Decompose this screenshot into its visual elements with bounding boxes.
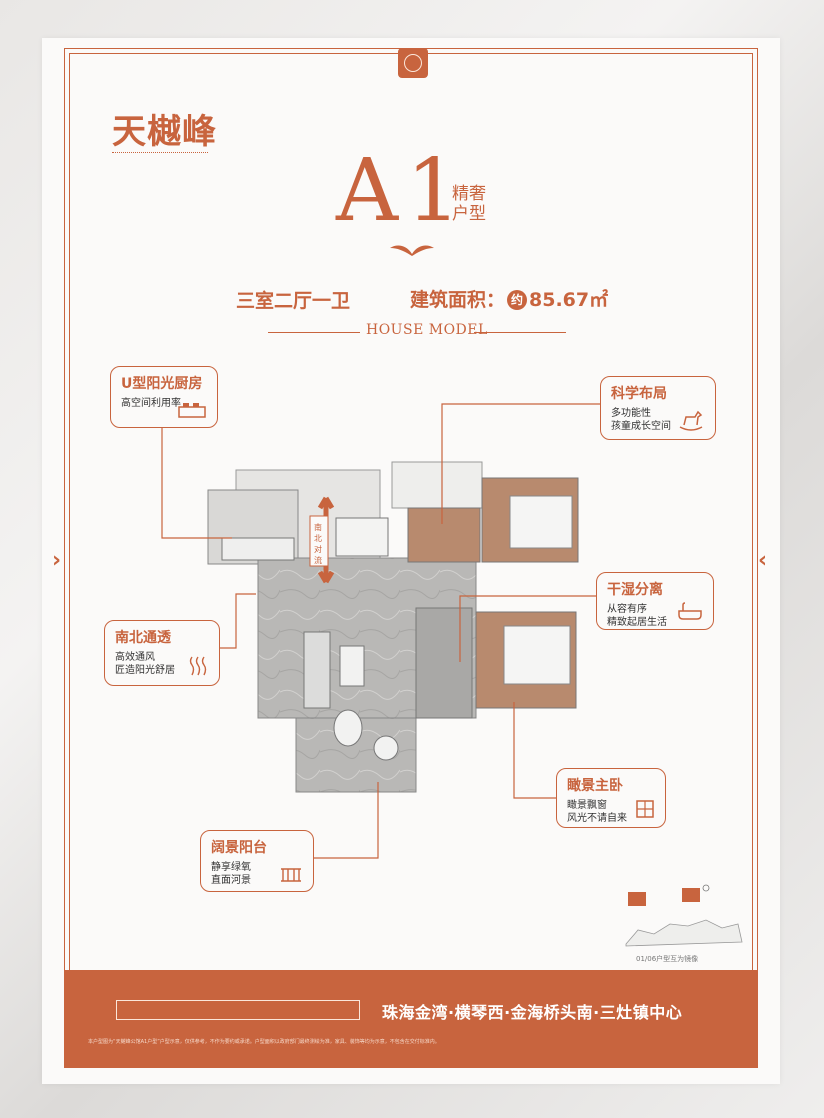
callout-balcony: 阔景阳台 静享绿氧 直面河景 bbox=[200, 830, 314, 892]
callout-kitchen: U型阳光厨房 高空间利用率 bbox=[110, 366, 218, 428]
airflow-icon bbox=[189, 656, 207, 676]
callout-text: 精致起居生活 bbox=[607, 617, 667, 628]
brand-logo: 天樾峰 bbox=[112, 112, 217, 152]
callout-title: U型阳光厨房 bbox=[121, 376, 203, 392]
balcony-icon bbox=[281, 868, 301, 882]
kitchen-icon bbox=[178, 403, 206, 418]
airflow-label-3: 对 bbox=[314, 544, 322, 554]
rocking-horse-icon bbox=[679, 410, 703, 431]
callout-master-bedroom: 瞰景主卧 瞰景飘窗 风光不请自来 bbox=[556, 768, 666, 828]
airflow-label-2: 北 bbox=[314, 534, 322, 543]
logo-underline bbox=[112, 152, 208, 156]
callout-title: 科学布局 bbox=[611, 386, 667, 402]
callout-text: 多功能性 bbox=[611, 408, 651, 419]
callout-text: 高空间利用率 bbox=[121, 398, 181, 409]
callout-layout: 科学布局 多功能性 孩童成长空间 bbox=[600, 376, 716, 440]
airflow-label-1: 南 bbox=[314, 522, 322, 532]
left-chevron-icon: › bbox=[52, 548, 62, 573]
title-rule-right bbox=[474, 332, 566, 333]
bathtub-icon bbox=[678, 602, 702, 620]
callout-text: 从容有序 bbox=[607, 604, 647, 615]
floor-plan: 南 北 对 流 bbox=[207, 461, 579, 793]
callout-text: 直面河景 bbox=[211, 875, 251, 886]
callout-text: 风光不请自来 bbox=[567, 813, 627, 824]
area-value: 85.67㎡ bbox=[529, 289, 609, 311]
callout-text: 匠造阳光舒居 bbox=[115, 665, 175, 676]
location-map bbox=[625, 884, 743, 947]
room-count: 三室二厅一卫 bbox=[236, 290, 351, 312]
callout-ventilation: 南北通透 高效通风 匠造阳光舒居 bbox=[104, 620, 220, 686]
model-tag: 精奢户型 bbox=[452, 184, 486, 224]
wing-ornament-icon bbox=[390, 245, 434, 256]
section-title: HOUSE MODEL bbox=[366, 322, 488, 338]
right-chevron-icon: ‹ bbox=[758, 548, 768, 573]
map-caption: 01/06户型互为镜像 bbox=[636, 955, 699, 963]
footer-disclaimer: 本户型图为“天樾峰公馆A1户型”户型示意，仅供参考，不作为要约或承诺。户型面积以… bbox=[88, 1039, 440, 1045]
approx-badge: 约 bbox=[507, 290, 528, 310]
footer-location: 珠海金湾·横琴西·金海桥头南·三灶镇中心 bbox=[382, 1003, 683, 1022]
area-label: 建筑面积： bbox=[410, 289, 506, 311]
seal-icon bbox=[398, 48, 428, 78]
callout-text: 瞰景飘窗 bbox=[567, 800, 607, 811]
callout-text: 静享绿氧 bbox=[211, 862, 251, 873]
callout-bathroom: 干湿分离 从容有序 精致起居生活 bbox=[596, 572, 714, 630]
callout-text: 高效通风 bbox=[115, 652, 155, 663]
callout-title: 南北通透 bbox=[115, 630, 171, 646]
footer-box bbox=[116, 1000, 360, 1020]
callout-title: 阔景阳台 bbox=[211, 840, 267, 856]
airflow-label-4: 流 bbox=[314, 555, 322, 565]
callout-title: 瞰景主卧 bbox=[567, 778, 623, 794]
title-rule-left bbox=[268, 332, 360, 333]
window-icon bbox=[636, 800, 654, 818]
model-letter: A1 bbox=[336, 141, 469, 241]
callout-text: 孩童成长空间 bbox=[611, 421, 671, 432]
callout-title: 干湿分离 bbox=[607, 582, 663, 598]
